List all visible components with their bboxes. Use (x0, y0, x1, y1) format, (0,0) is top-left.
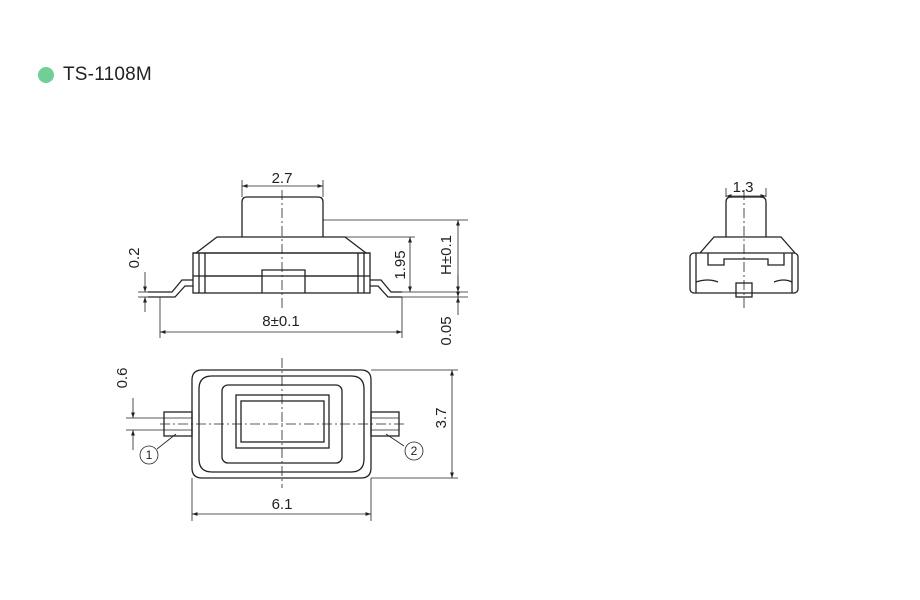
dim-length-total: 8±0.1 (262, 313, 299, 330)
dim-terminal-thickness: 0.2 (126, 248, 143, 269)
header: TS-1108M (38, 64, 152, 86)
pin-1-callout: 1 (146, 448, 153, 462)
front-view (148, 190, 402, 308)
dim-body-length: 6.1 (272, 496, 293, 513)
side-view (689, 190, 799, 308)
dim-actuator-width: 2.7 (272, 170, 293, 187)
front-dimension-lines (138, 180, 468, 338)
dim-body-width: 3.7 (433, 408, 450, 429)
dim-body-height: 1.95 (392, 250, 409, 279)
top-dimension-lines (126, 369, 458, 521)
dim-actuator-width-side: 1.3 (733, 179, 754, 196)
part-number-title: TS-1108M (63, 64, 152, 85)
dim-standoff: 0.05 (438, 316, 455, 345)
status-dot-icon (38, 67, 54, 83)
pin-2-callout: 2 (411, 444, 418, 458)
top-view (160, 358, 404, 488)
dim-terminal-width: 0.6 (114, 368, 131, 389)
side-dimension-lines (725, 188, 767, 198)
dim-total-height: H±0.1 (438, 235, 455, 275)
